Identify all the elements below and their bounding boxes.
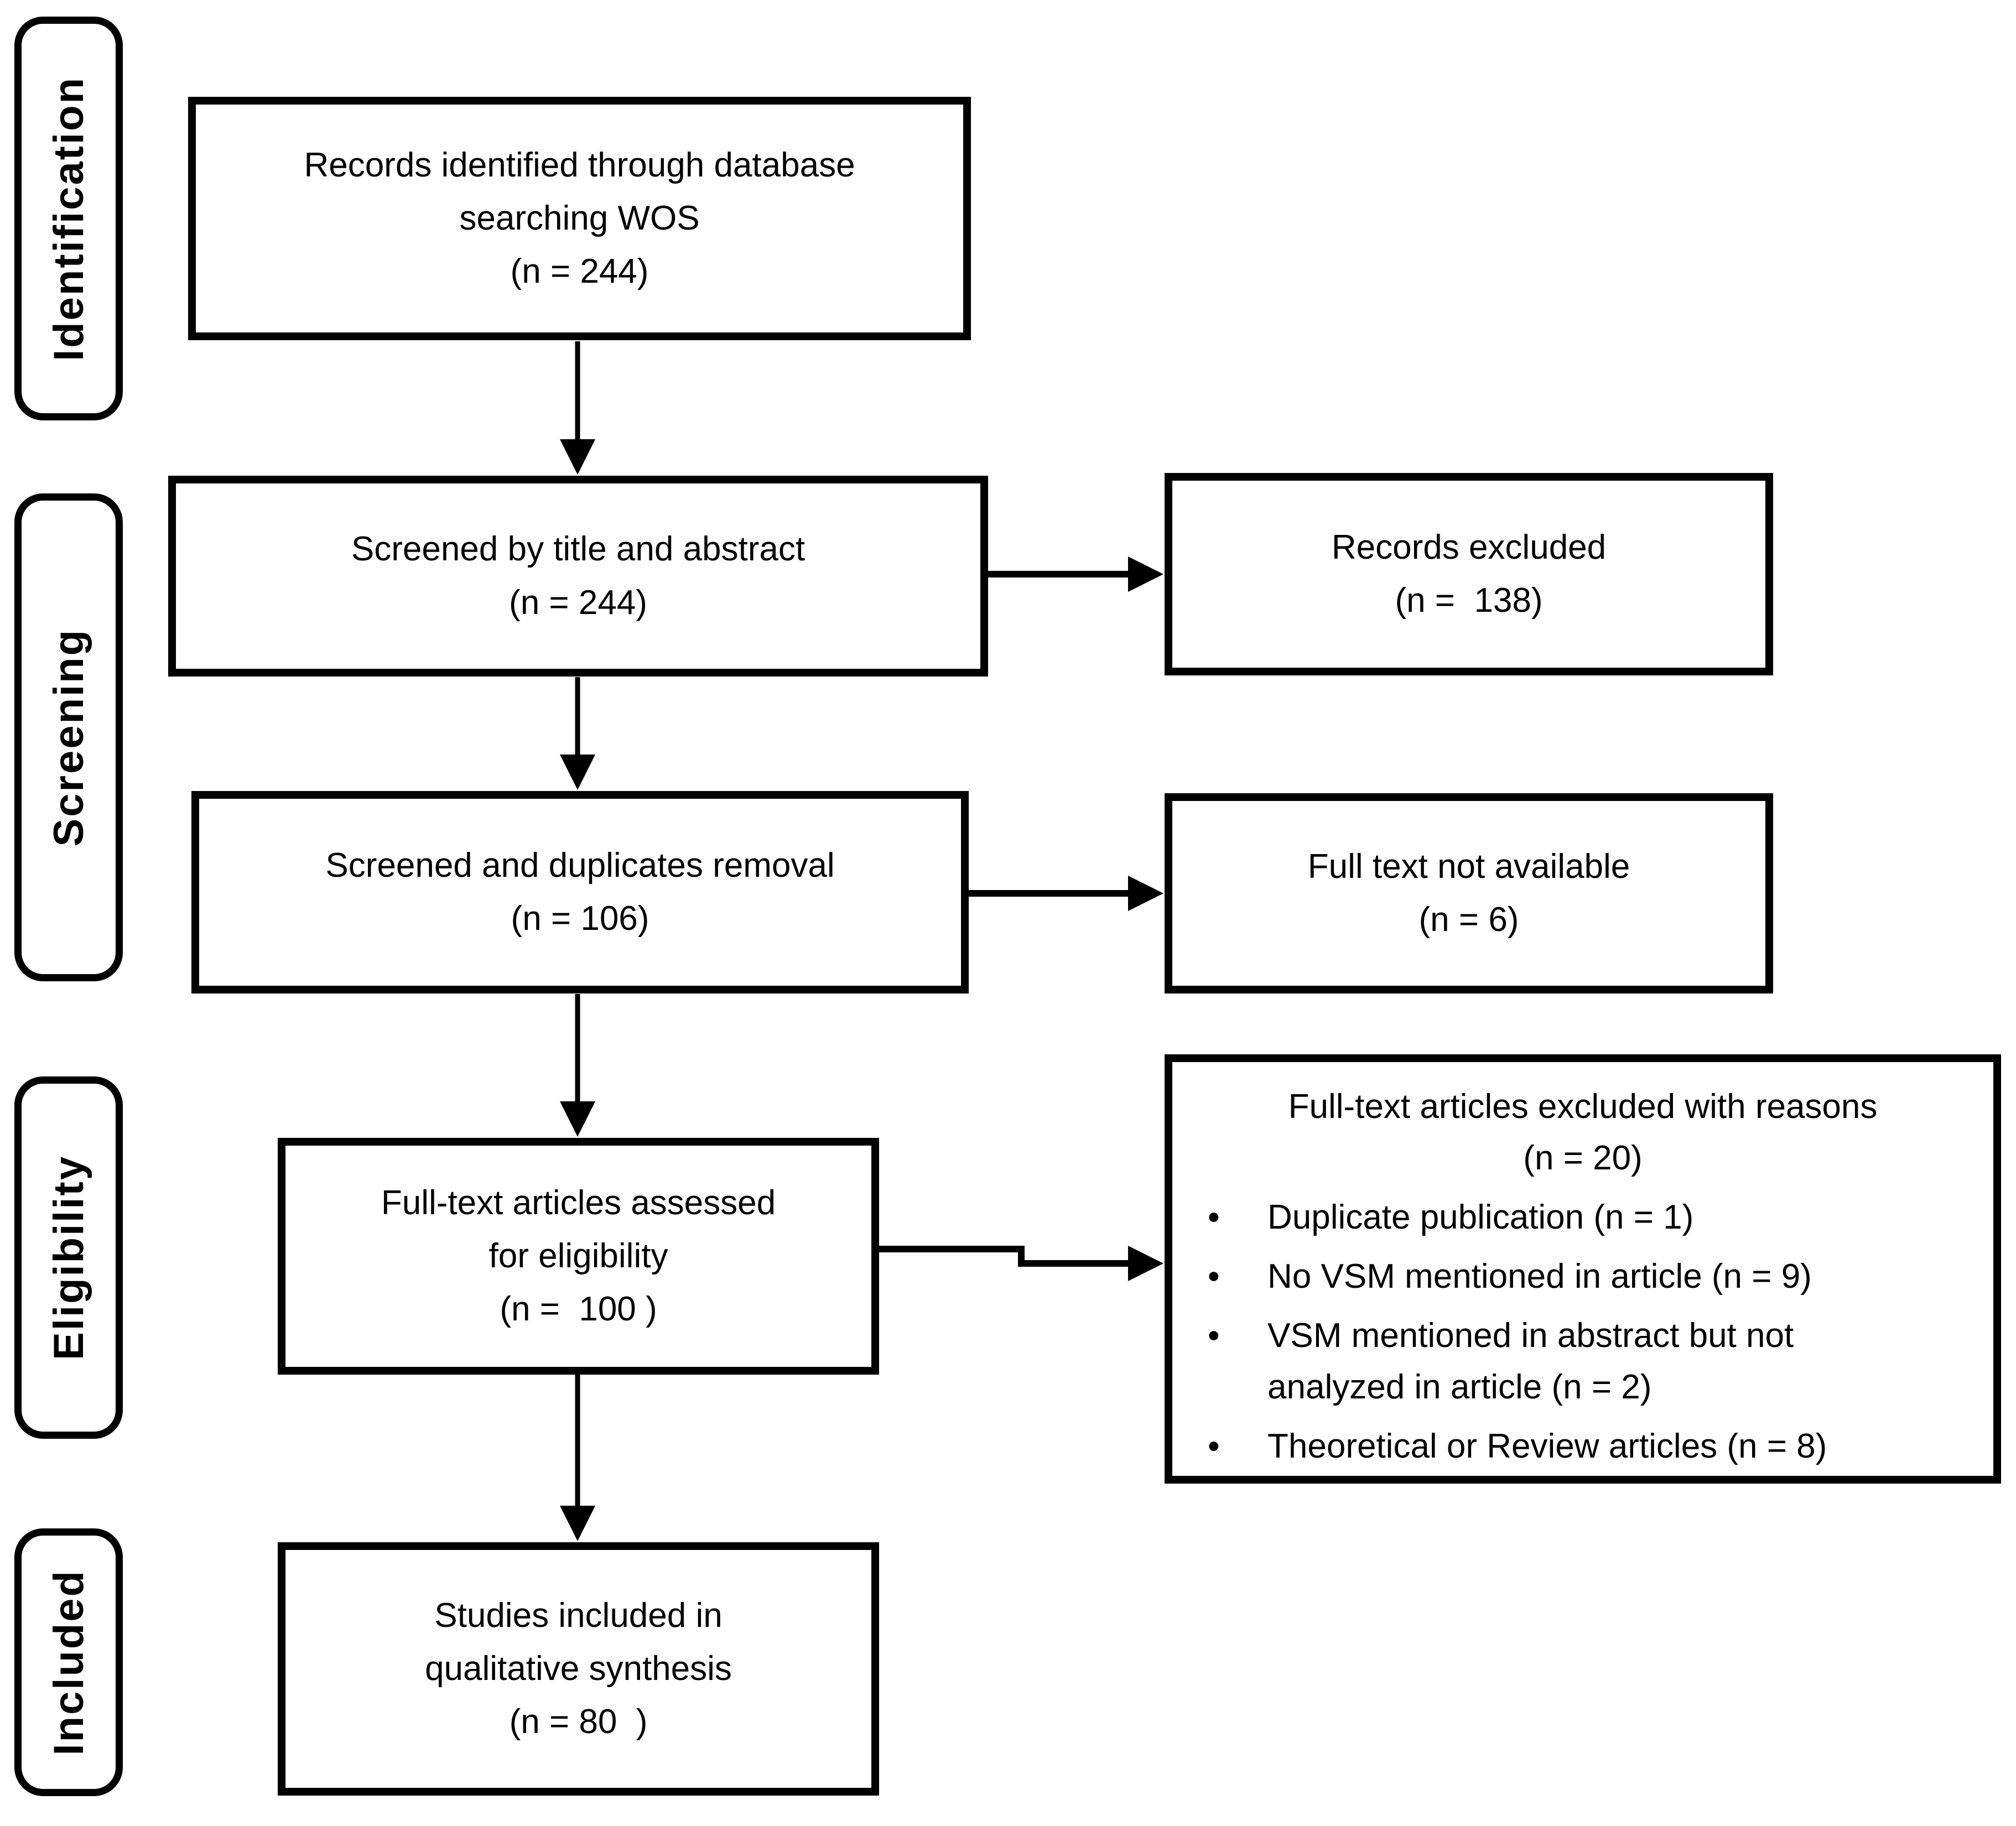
- stage-label-text: Eligibility: [45, 1155, 92, 1360]
- box-records-identified: Records identified through database sear…: [188, 97, 971, 340]
- box-line: (n = 6): [1419, 901, 1519, 939]
- box-line: Studies included in: [434, 1596, 723, 1635]
- box-studies-included: Studies included in qualitative synthesi…: [278, 1542, 879, 1796]
- stage-label-identification: Identification: [14, 17, 123, 420]
- reason-item: VSM mentioned in abstract but not analyz…: [1172, 1310, 1993, 1413]
- reason-text: Duplicate publication (n = 1): [1267, 1198, 1694, 1236]
- stage-label-text: Included: [45, 1569, 92, 1756]
- box-line: Screened by title and abstract: [351, 530, 806, 569]
- box-line: (n = 138): [1395, 581, 1543, 620]
- box-records-excluded: Records excluded (n = 138): [1165, 473, 1773, 675]
- box-line: (n = 244): [509, 583, 647, 622]
- stage-label-text: Screening: [45, 628, 92, 847]
- arrow-records-to-screened: [560, 341, 595, 475]
- stage-label-screening: Screening: [14, 493, 123, 981]
- box-line: searching WOS: [459, 199, 700, 237]
- box-line: Full-text articles assessed: [381, 1183, 776, 1222]
- reason-text: No VSM mentioned in article (n = 9): [1267, 1257, 1812, 1296]
- box-line: Screened and duplicates removal: [325, 846, 835, 885]
- box-screened-duplicates: Screened and duplicates removal (n = 106…: [191, 791, 969, 993]
- reason-text: Theoretical or Review articles (n = 8): [1267, 1427, 1827, 1465]
- box-line: (n = 244): [510, 252, 649, 291]
- arrow-screened-to-duplicates: [560, 677, 595, 790]
- reasons-title: Full-text articles excluded with reasons: [1288, 1088, 1878, 1126]
- reason-text: VSM mentioned in abstract but not analyz…: [1267, 1317, 1794, 1406]
- reason-item: Theoretical or Review articles (n = 8): [1172, 1421, 1993, 1472]
- arrow-screened-to-records-excluded: [988, 556, 1163, 592]
- arrow-duplicates-to-fulltext: [560, 994, 595, 1137]
- box-line: Records excluded: [1331, 528, 1607, 566]
- reason-item: Duplicate publication (n = 1): [1172, 1192, 1993, 1243]
- box-line: Full text not available: [1307, 847, 1630, 886]
- arrow-fulltext-to-included: [560, 1375, 595, 1541]
- arrow-fulltext-to-reasons: [874, 1246, 1163, 1281]
- stage-label-eligibility: Eligibility: [14, 1076, 123, 1439]
- box-line: for eligibility: [489, 1236, 668, 1275]
- reason-item: No VSM mentioned in article (n = 9): [1172, 1251, 1993, 1302]
- box-fulltext-not-available: Full text not available (n = 6): [1165, 793, 1773, 993]
- box-line: (n = 106): [511, 899, 650, 938]
- reasons-count: (n = 20): [1523, 1139, 1643, 1177]
- stage-label-text: Identification: [45, 76, 92, 361]
- box-screened-title-abstract: Screened by title and abstract (n = 244): [168, 476, 988, 677]
- reasons-list: Duplicate publication (n = 1) No VSM men…: [1172, 1192, 1993, 1480]
- box-line: (n = 80 ): [509, 1703, 648, 1741]
- box-line: (n = 100 ): [500, 1290, 657, 1329]
- box-line: Records identified through database: [304, 145, 855, 184]
- box-line: qualitative synthesis: [425, 1649, 732, 1688]
- arrow-duplicates-to-notavailable: [969, 876, 1163, 911]
- box-fulltext-assessed: Full-text articles assessed for eligibil…: [278, 1138, 879, 1375]
- box-fulltext-excluded-reasons: Full-text articles excluded with reasons…: [1165, 1054, 2001, 1484]
- stage-label-included: Included: [14, 1528, 123, 1796]
